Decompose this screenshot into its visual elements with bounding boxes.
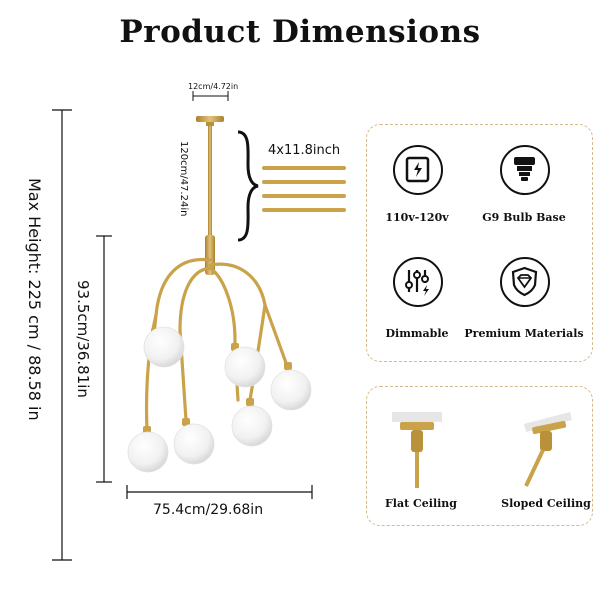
- bulb-base-icon: [500, 145, 550, 195]
- feature-label-voltage: 110v-120v: [385, 211, 449, 224]
- rods-label: 4x11.8inch: [268, 143, 341, 158]
- extension-rods: [262, 166, 346, 212]
- page-title: Product Dimensions: [119, 14, 481, 50]
- chandelier-illustration: [127, 116, 312, 473]
- power-outlet-icon: [393, 145, 443, 195]
- dimmer-sliders-icon: [393, 257, 443, 307]
- feature-label-bulb-base: G9 Bulb Base: [482, 211, 566, 224]
- feature-label-materials: Premium Materials: [464, 327, 584, 340]
- diamond-shield-icon: [500, 257, 550, 307]
- sloped-ceiling-mount-icon: [524, 412, 572, 487]
- sloped-ceiling-label: Sloped Ceiling: [501, 497, 591, 510]
- max-height-label: Max Height: 225 cm / 88.58 in: [25, 178, 44, 421]
- body-height-label: 93.5cm/36.81in: [74, 280, 92, 398]
- canopy-label: 12cm/4.72in: [188, 82, 239, 91]
- width-label: 75.4cm/29.68in: [153, 502, 264, 518]
- dimension-lines: [52, 91, 313, 561]
- flat-ceiling-mount-icon: [392, 412, 442, 488]
- feature-label-dimmable: Dimmable: [385, 327, 449, 340]
- ceiling-panel: [366, 386, 593, 526]
- flat-ceiling-label: Flat Ceiling: [384, 497, 457, 510]
